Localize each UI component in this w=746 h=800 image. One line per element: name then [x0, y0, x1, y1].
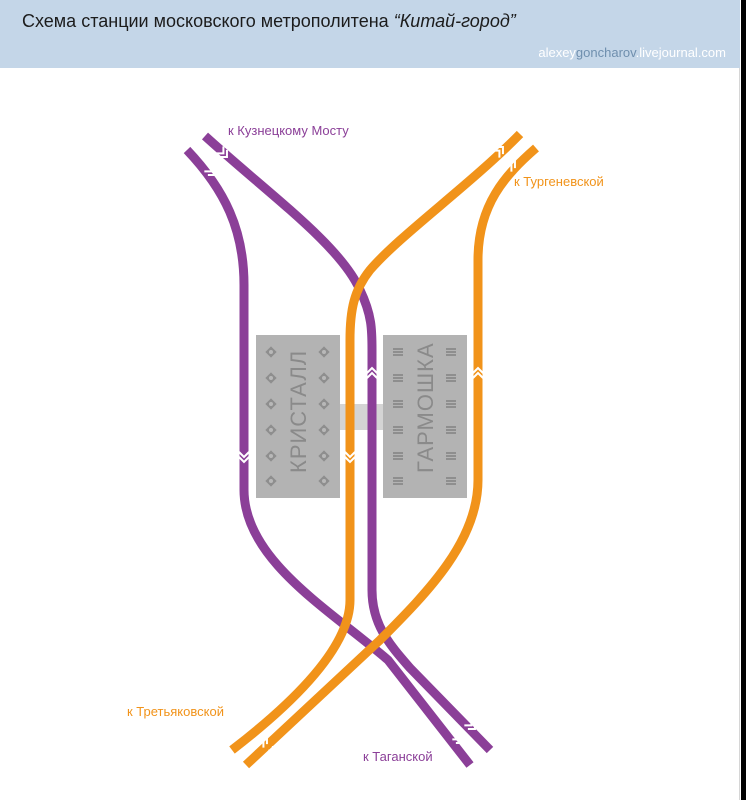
credit-part-c: .livejournal.com: [635, 45, 726, 60]
direction-arrows: [203, 142, 520, 759]
label-to-turgenevskaya: к Тургеневской: [514, 174, 604, 189]
title-station: “Китай-город”: [393, 11, 516, 31]
label-to-taganskaya: к Таганской: [363, 749, 433, 764]
credit-part-b: goncharov: [575, 45, 636, 60]
orange-line-tracks: [229, 130, 539, 769]
credit-link[interactable]: alexeygoncharov.livejournal.com: [538, 45, 726, 60]
hall-garmoshka: [383, 335, 467, 498]
label-to-kuznetsky-most: к Кузнецкому Мосту: [228, 123, 349, 138]
page-title: Схема станции московского метрополитена …: [22, 11, 516, 32]
orange-track-west: [229, 130, 524, 754]
credit-part-a: alexey: [538, 45, 576, 60]
hall-kristall: [256, 335, 340, 498]
header-bar: Схема станции московского метрополитена …: [0, 0, 740, 68]
label-to-tretyakovskaya: к Третьяковской: [127, 704, 224, 719]
screen-edge: [741, 0, 746, 800]
orange-track-east: [242, 144, 539, 769]
hall-kristall-name: КРИСТАЛЛ: [286, 350, 311, 473]
title-main: Схема станции московского метрополитена: [22, 11, 394, 31]
hall-garmoshka-name: ГАРМОШКА: [413, 342, 438, 473]
